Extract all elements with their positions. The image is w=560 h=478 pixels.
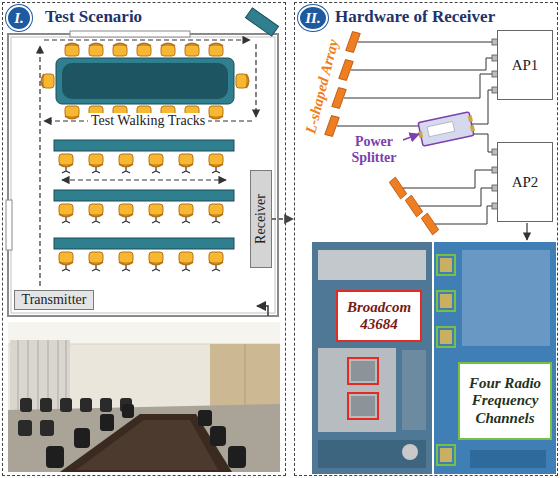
- panel: Test Scenario I. ReceiverTransmitter: [2, 2, 286, 476]
- board-photo: [312, 242, 556, 474]
- room-photo: [8, 322, 280, 472]
- splitter-label: Power Splitter: [346, 134, 402, 166]
- desk-rows: [54, 140, 234, 271]
- panel-title: Test Scenario: [45, 7, 142, 27]
- conference-table: [42, 44, 249, 119]
- transmitter-box: Transmitter: [14, 290, 94, 310]
- access-point: AP1: [497, 30, 553, 100]
- callout-text: Four Radio Frequency Channels: [463, 375, 547, 427]
- callout-box: Broadcom 43684: [336, 290, 422, 342]
- receiver-box: Receiver: [250, 170, 272, 268]
- track-label: Test Walking Tracks: [88, 113, 208, 129]
- box-label: AP2: [512, 174, 539, 191]
- callout-box: Four Radio Frequency Channels: [458, 362, 552, 440]
- panel-badge: I.: [6, 5, 32, 31]
- room-walls: [6, 8, 279, 316]
- walking-track: [40, 40, 256, 286]
- rf-wires: [337, 42, 493, 224]
- box-label: AP1: [512, 57, 539, 74]
- leader-line: [403, 134, 419, 140]
- panel-badge: II.: [298, 5, 328, 31]
- flow-arrow: [526, 223, 527, 240]
- power-splitter: [416, 111, 476, 146]
- view-arrow: [257, 306, 268, 316]
- access-point: AP2: [497, 142, 553, 222]
- panel-title: Hardware of Receiver: [335, 7, 495, 27]
- badge-number: II.: [305, 11, 320, 26]
- connector-arrow: [272, 218, 293, 219]
- callout-text: Broadcom 43684: [341, 299, 417, 334]
- array-label: L-shaped Array: [302, 38, 342, 136]
- box-label: Transmitter: [22, 292, 87, 308]
- box-label: Receiver: [253, 194, 269, 244]
- badge-number: I.: [14, 11, 24, 26]
